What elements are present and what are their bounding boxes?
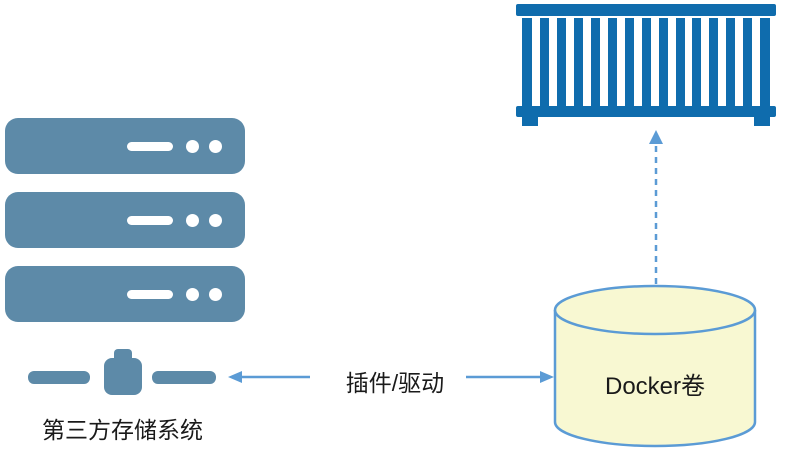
server-plug-body <box>104 358 142 395</box>
server-led-dot <box>209 288 222 301</box>
server-led-dash <box>127 216 173 225</box>
server-base-right <box>152 371 216 384</box>
shipping-container-icon <box>516 4 776 126</box>
server-led-dot <box>186 140 199 153</box>
cylinder-icon <box>553 284 757 448</box>
server-led-dot <box>209 140 222 153</box>
server-tier-2 <box>5 192 245 248</box>
plugin-driver-label: 插件/驱动 <box>345 370 445 396</box>
dashed-arrow-up-icon <box>649 130 663 284</box>
docker-volume-label: Docker卷 <box>604 373 706 400</box>
storage-system-label: 第三方存储系统 <box>42 417 203 443</box>
server-led-dot <box>186 288 199 301</box>
arrow-right-icon <box>466 371 554 383</box>
server-base-left <box>28 371 90 384</box>
server-tier-1 <box>5 118 245 174</box>
server-led-dot <box>186 214 199 227</box>
server-tier-3 <box>5 266 245 322</box>
server-led-dash <box>127 290 173 299</box>
arrow-left-icon <box>228 371 310 383</box>
server-led-dash <box>127 142 173 151</box>
server-led-dot <box>209 214 222 227</box>
